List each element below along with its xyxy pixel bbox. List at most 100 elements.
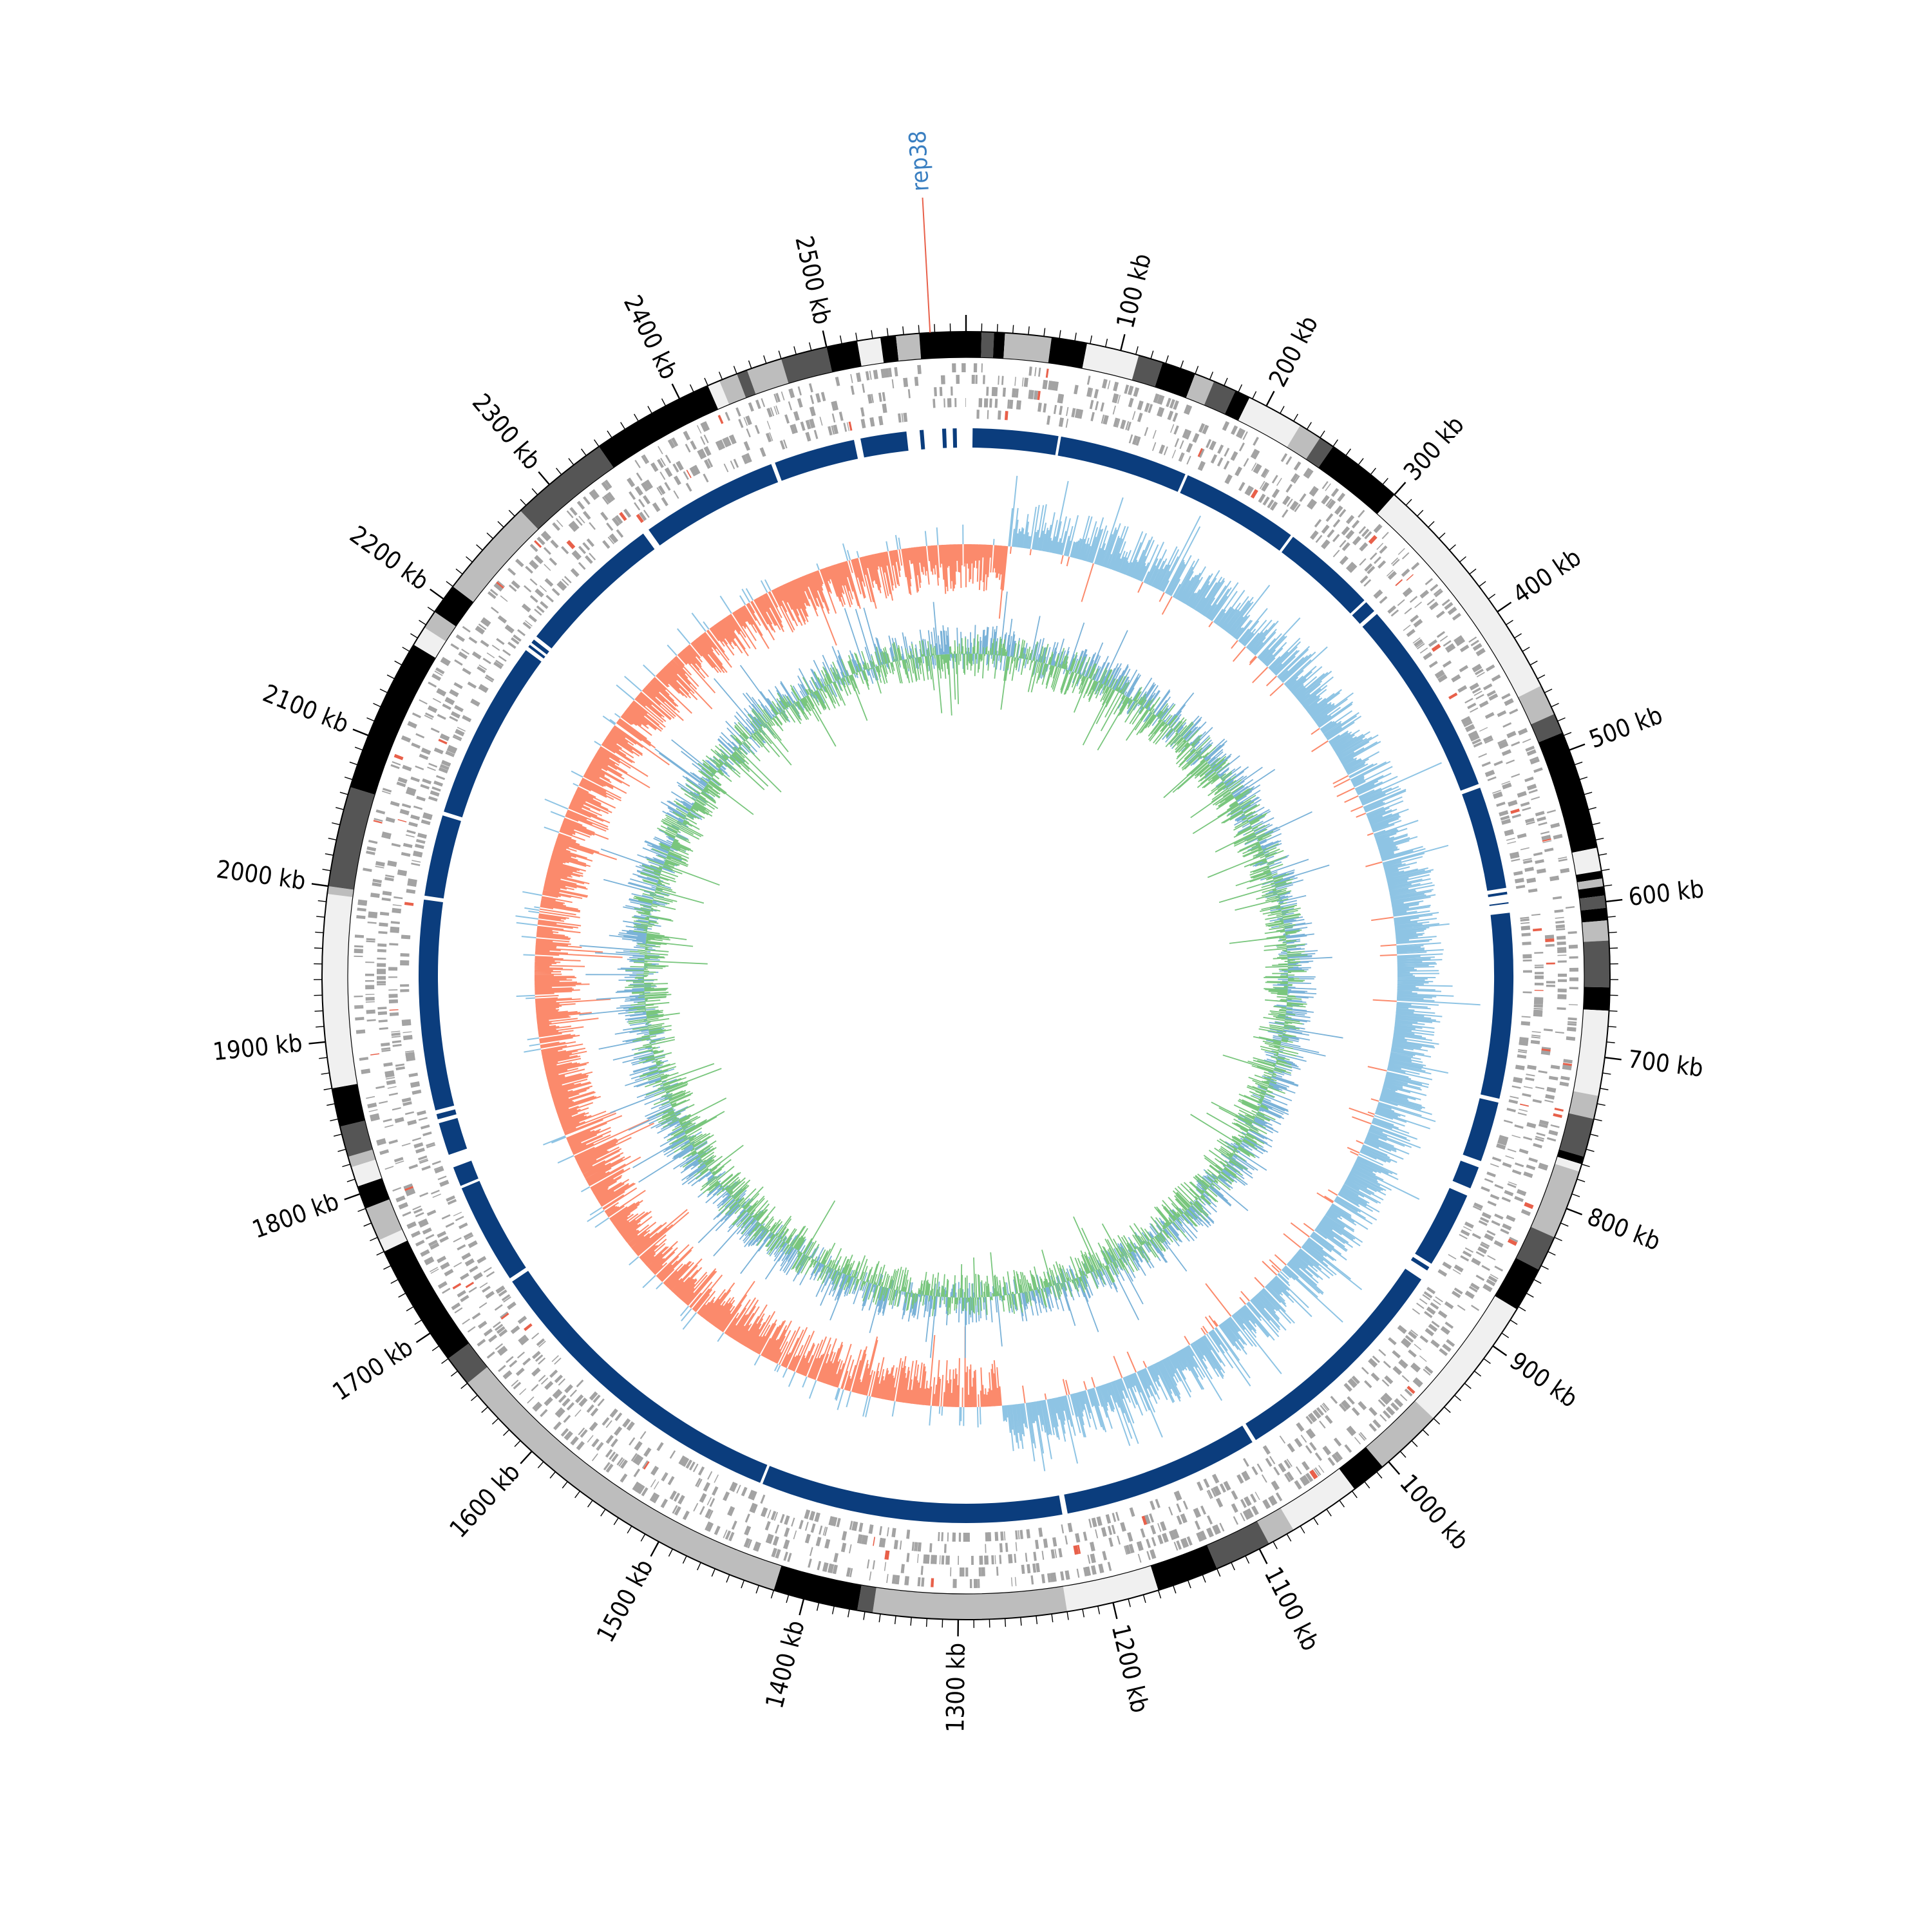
feature-mark xyxy=(618,1458,625,1467)
feature-mark xyxy=(1521,1016,1531,1018)
feature-mark xyxy=(1173,1542,1179,1551)
feature-mark xyxy=(1278,1463,1287,1473)
feature-mark xyxy=(1267,499,1274,509)
feature-mark xyxy=(1444,643,1455,652)
feature-mark xyxy=(669,1490,677,1501)
outer-band xyxy=(1578,886,1605,899)
feature-mark xyxy=(1475,1251,1485,1257)
feature-mark xyxy=(714,1526,721,1535)
minor-tick xyxy=(1351,1490,1358,1499)
feature-mark xyxy=(1330,1396,1338,1405)
feature-mark xyxy=(392,1107,401,1111)
feature-mark xyxy=(365,1001,375,1003)
feature-mark xyxy=(510,1325,519,1333)
feature-mark xyxy=(400,953,410,957)
feature-mark xyxy=(981,1567,985,1577)
feature-mark xyxy=(1509,851,1519,856)
feature-mark xyxy=(418,1117,428,1121)
feature-mark xyxy=(379,1101,388,1104)
feature-mark xyxy=(771,1548,777,1558)
minor-tick xyxy=(333,1133,342,1137)
feature-mark xyxy=(1472,687,1481,694)
feature-mark xyxy=(495,659,504,667)
feature-mark xyxy=(1374,591,1383,599)
feature-mark xyxy=(428,1239,438,1247)
feature-mark xyxy=(884,1550,890,1560)
feature-mark xyxy=(413,1208,423,1214)
minor-tick xyxy=(816,1602,820,1611)
feature-mark xyxy=(1526,1164,1536,1170)
feature-mark xyxy=(638,498,645,507)
feature-mark xyxy=(1546,981,1555,984)
feature-mark xyxy=(1419,1298,1428,1305)
feature-mark xyxy=(445,752,455,757)
feature-mark xyxy=(1309,1469,1318,1480)
feature-mark xyxy=(993,387,998,397)
feature-mark xyxy=(368,1109,378,1112)
feature-mark xyxy=(1517,1050,1527,1054)
major-tick xyxy=(1265,390,1275,406)
minor-tick xyxy=(1300,1526,1305,1534)
feature-mark xyxy=(535,589,544,598)
feature-mark xyxy=(1522,959,1532,961)
feature-mark xyxy=(1452,612,1461,621)
major-tick xyxy=(352,728,369,737)
feature-mark xyxy=(688,1461,696,1471)
feature-mark xyxy=(799,1520,804,1530)
feature-mark xyxy=(520,1336,528,1344)
feature-mark xyxy=(419,1158,428,1162)
feature-mark xyxy=(634,486,643,496)
feature-mark xyxy=(412,860,421,863)
minor-tick xyxy=(330,1118,339,1122)
minor-tick xyxy=(1165,355,1169,364)
feature-mark xyxy=(392,1040,402,1044)
minor-tick xyxy=(581,448,587,456)
outer-band xyxy=(737,370,756,398)
minor-tick xyxy=(394,660,402,666)
feature-mark xyxy=(1108,1538,1112,1547)
feature-mark xyxy=(869,1571,872,1581)
feature-mark xyxy=(1058,417,1064,428)
minor-tick xyxy=(613,1517,619,1526)
feature-mark xyxy=(1195,1520,1201,1530)
minor-tick xyxy=(697,1562,701,1571)
feature-mark xyxy=(1091,1517,1097,1528)
feature-mark xyxy=(775,405,780,415)
minor-tick xyxy=(366,717,375,722)
feature-mark xyxy=(381,1042,390,1047)
feature-mark xyxy=(775,1524,780,1534)
feature-mark xyxy=(697,450,705,460)
feature-mark xyxy=(1243,458,1249,467)
feature-mark xyxy=(760,1494,766,1504)
feature-mark xyxy=(1014,1553,1017,1563)
feature-mark xyxy=(1497,1140,1507,1146)
feature-mark xyxy=(1534,972,1544,974)
feature-mark xyxy=(1151,1537,1157,1547)
feature-mark xyxy=(1414,638,1423,647)
feature-mark xyxy=(1481,761,1491,767)
feature-mark xyxy=(1327,499,1336,509)
minor-tick xyxy=(1332,439,1338,447)
feature-mark xyxy=(954,398,957,408)
feature-mark xyxy=(1560,1075,1570,1081)
feature-mark xyxy=(1470,707,1479,713)
feature-mark xyxy=(1053,381,1057,391)
feature-mark xyxy=(1567,1021,1577,1024)
feature-mark xyxy=(637,1457,644,1466)
minor-tick xyxy=(647,406,652,414)
feature-mark xyxy=(433,1166,443,1171)
feature-mark xyxy=(540,1377,549,1385)
minor-tick xyxy=(1142,1595,1146,1604)
feature-mark xyxy=(496,1326,506,1334)
feature-mark xyxy=(622,1418,631,1428)
feature-mark xyxy=(406,889,416,894)
feature-mark xyxy=(1538,822,1548,826)
feature-mark xyxy=(1135,436,1141,446)
feature-mark xyxy=(1440,1326,1450,1335)
feature-mark xyxy=(867,394,873,404)
major-tick xyxy=(1492,1345,1508,1356)
feature-mark xyxy=(673,475,681,486)
feature-mark xyxy=(1107,1562,1112,1571)
feature-mark xyxy=(840,1542,847,1553)
feature-mark xyxy=(1125,421,1130,430)
